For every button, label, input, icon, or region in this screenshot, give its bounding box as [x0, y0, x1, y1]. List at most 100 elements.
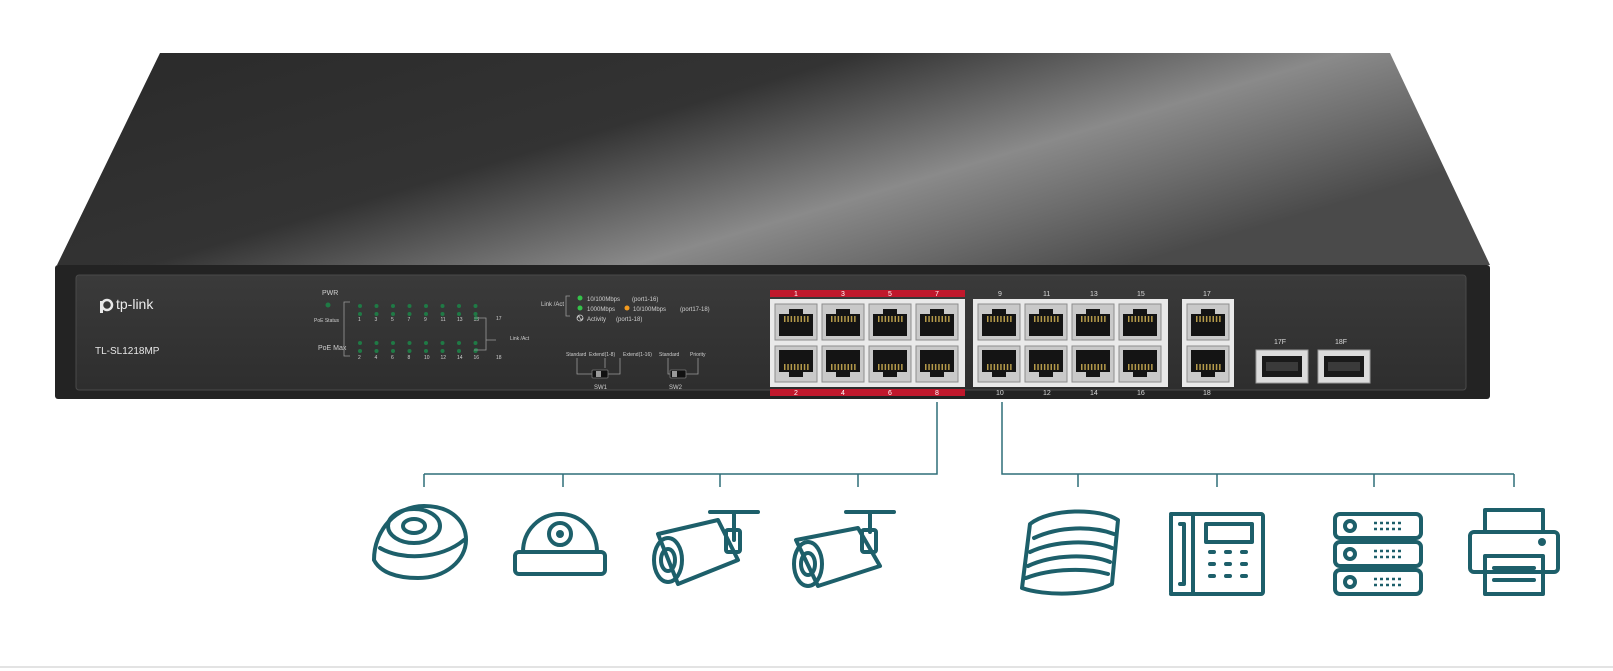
rj45-port-5[interactable]	[868, 303, 912, 341]
led-number-even: 2	[358, 355, 361, 361]
led-bracket	[343, 301, 496, 357]
led-number-odd: 1	[358, 317, 361, 323]
sfp-label-17f: 17F	[1274, 339, 1286, 346]
port-led	[358, 304, 362, 308]
port-label-16: 16	[1137, 390, 1145, 397]
led-number-odd: 5	[391, 317, 394, 323]
dome-camera-icon	[372, 504, 468, 580]
poe-band-top	[770, 290, 965, 297]
rj45-port-13[interactable]	[1071, 303, 1115, 341]
port-led	[358, 341, 362, 345]
port-led	[440, 349, 445, 353]
rj45-ports-9-16	[977, 303, 1162, 383]
port-led	[457, 312, 461, 316]
rj45-port-3[interactable]	[821, 303, 865, 341]
legend-line1-speed: 10/100Mbps	[587, 297, 620, 303]
port-label-8: 8	[935, 390, 939, 397]
port-led	[440, 304, 445, 308]
legend-line2-ports: (port17-18)	[680, 307, 710, 313]
connector-poe-group	[423, 402, 938, 487]
port-label-7: 7	[935, 291, 939, 298]
port-label-4: 4	[841, 390, 845, 397]
rj45-ports-1-8	[774, 303, 959, 383]
rj45-port-17[interactable]	[1186, 303, 1230, 341]
led-number-even: 6	[391, 355, 394, 361]
bullet-camera-2-icon	[792, 510, 896, 588]
sfp-port-17f[interactable]	[1255, 349, 1309, 384]
led-number-odd: 3	[375, 317, 378, 323]
ip-phone-icon	[1169, 512, 1265, 596]
rj45-port-1[interactable]	[774, 303, 818, 341]
port-label-14: 14	[1090, 390, 1098, 397]
rj45-port-15[interactable]	[1118, 303, 1162, 341]
connector-standard-group	[1001, 402, 1515, 487]
rj45-port-2[interactable]	[774, 345, 818, 383]
rj45-port-6[interactable]	[868, 345, 912, 383]
rj45-port-10[interactable]	[977, 345, 1021, 383]
rj45-port-18[interactable]	[1186, 345, 1230, 383]
port-label-6: 6	[888, 390, 892, 397]
led-number-even: 12	[441, 355, 447, 361]
access-point-icon	[1020, 509, 1120, 596]
rj45-port-9[interactable]	[977, 303, 1021, 341]
logo-text: tp-link	[116, 296, 154, 312]
brand-area: tp-link TL-SL1218MP	[95, 296, 160, 357]
rj45-port-12[interactable]	[1024, 345, 1068, 383]
sw2-option-standard: Standard	[659, 352, 680, 358]
legend-line3-label: Activity	[587, 317, 606, 323]
sw1-option-extend-8: Extend(1-8)	[589, 352, 615, 358]
activity-icon	[576, 314, 584, 322]
rj45-ports-17-18	[1186, 303, 1230, 383]
port-label-17: 17	[1203, 291, 1211, 298]
poe-max-label: PoE Max	[318, 345, 347, 352]
port-label-5: 5	[888, 291, 892, 298]
port-label-1: 1	[794, 291, 798, 298]
sw1-option-extend-16: Extend(1-16)	[623, 352, 652, 358]
dome-camera-2-icon	[513, 512, 607, 576]
pwr-led	[325, 302, 331, 308]
led-number-even: 16	[474, 355, 480, 361]
rj45-port-4[interactable]	[821, 345, 865, 383]
led-indicators: PWR PoE Status PoE Max Link /Act 17 18 1…	[314, 290, 530, 361]
port-led	[407, 349, 412, 353]
legend-green-dot	[577, 295, 583, 301]
rj45-port-16[interactable]	[1118, 345, 1162, 383]
port-led	[407, 341, 412, 345]
port-led	[473, 341, 478, 345]
legend-green-dot-2	[577, 305, 583, 311]
bottom-divider	[0, 666, 1613, 668]
port-led	[391, 304, 395, 308]
led-number-odd: 15	[474, 317, 480, 323]
port-led	[424, 304, 428, 308]
pwr-label: PWR	[322, 290, 338, 297]
port-led	[374, 341, 379, 345]
port-led	[391, 349, 395, 353]
poe-devices	[372, 504, 896, 588]
port-label-12: 12	[1043, 390, 1051, 397]
uplink-ports: 17 18	[1182, 291, 1234, 397]
led-number-odd: 7	[408, 317, 411, 323]
bullet-camera-icon	[652, 510, 760, 586]
legend-line1-ports: (port1-16)	[632, 297, 658, 303]
rj45-port-14[interactable]	[1071, 345, 1115, 383]
sw1-option-standard: Standard	[566, 352, 587, 358]
led-number-odd: 9	[424, 317, 427, 323]
rj45-port-11[interactable]	[1024, 303, 1068, 341]
legend-line3-ports: (port1-18)	[616, 317, 642, 323]
rj45-port-7[interactable]	[915, 303, 959, 341]
port-led	[358, 312, 362, 316]
port-led	[440, 341, 445, 345]
port-label-10: 10	[996, 390, 1004, 397]
sfp-port-18f[interactable]	[1317, 349, 1371, 384]
port-led	[424, 341, 428, 345]
led-number-odd: 13	[457, 317, 463, 323]
legend-line2-speed: 1000Mbps	[587, 307, 615, 313]
sw2-label: SW2	[669, 385, 683, 391]
led-number-even: 4	[375, 355, 378, 361]
link-act-label: Link /Act	[510, 336, 530, 342]
rj45-port-8[interactable]	[915, 345, 959, 383]
port-group-9-16: 9 11 13 15 10 12 14 16	[973, 291, 1168, 397]
